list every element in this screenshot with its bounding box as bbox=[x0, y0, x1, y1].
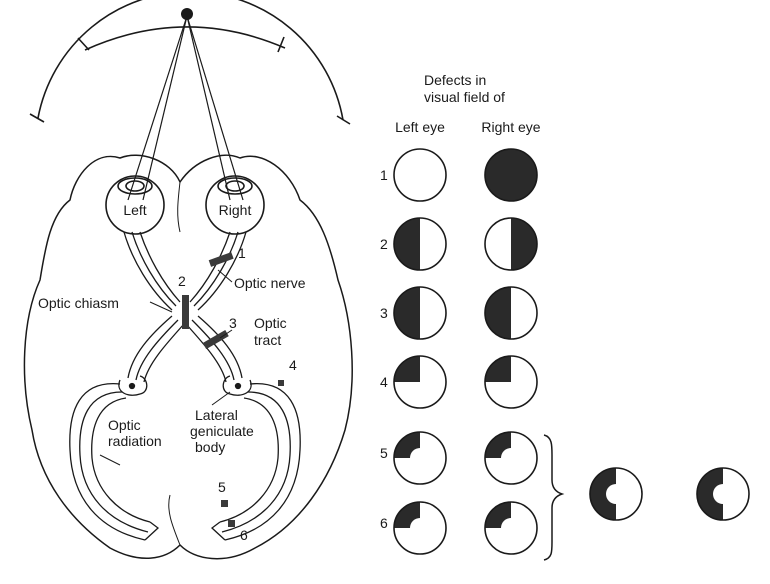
optic-radiation-label-1: Optic bbox=[108, 417, 141, 433]
lesion-number-3: 3 bbox=[229, 315, 237, 331]
right-eye-field-row-5 bbox=[484, 431, 538, 485]
brain-midline bbox=[177, 181, 181, 233]
left-eye-field-row-4 bbox=[393, 355, 447, 409]
combined-left-eye-field-defect bbox=[590, 468, 616, 520]
optic-radiation-left bbox=[69, 383, 160, 541]
row-number-2: 2 bbox=[380, 236, 388, 252]
left-eye-field-row-2 bbox=[393, 217, 447, 271]
left-eye-field-row-2-defect bbox=[394, 218, 420, 270]
left-eye-field-row-5 bbox=[393, 431, 447, 485]
left-eye-field-row-6 bbox=[393, 501, 447, 555]
lesion-number-4: 4 bbox=[289, 357, 297, 373]
row-number-1: 1 bbox=[380, 167, 388, 183]
left-eyeball bbox=[105, 175, 165, 235]
right-geniculate-body bbox=[222, 375, 252, 396]
eye-left-label: Left bbox=[123, 202, 146, 218]
lesion-number-6: 6 bbox=[240, 527, 248, 543]
combined-right-eye-field-defect bbox=[697, 468, 723, 520]
right-eye-field-row-3 bbox=[484, 286, 538, 340]
brain-outline bbox=[23, 154, 353, 560]
optic-tract-label-2: tract bbox=[254, 332, 281, 348]
row-number-3: 3 bbox=[380, 305, 388, 321]
right-eyeball bbox=[205, 175, 265, 235]
right-eye-field-row-6 bbox=[484, 501, 538, 555]
lesion-markers bbox=[182, 252, 284, 527]
optic-radiation-label-2: radiation bbox=[108, 433, 162, 449]
right-eye-column-header: Right eye bbox=[481, 119, 540, 135]
optic-radiation-right bbox=[210, 383, 301, 541]
left-eye-field-row-3 bbox=[393, 286, 447, 340]
left-geniculate-body bbox=[118, 375, 148, 396]
grouping-brace bbox=[543, 434, 565, 561]
left-eye-column-header: Left eye bbox=[395, 119, 445, 135]
eye-right-label: Right bbox=[219, 202, 252, 218]
right-eye-field-row-2 bbox=[484, 217, 538, 271]
combined-left-eye-field bbox=[589, 467, 643, 521]
fixation-point bbox=[181, 8, 193, 20]
brain-midline-lower bbox=[168, 494, 181, 546]
visual-field-arc bbox=[29, 0, 351, 125]
left-eye-field-row-6-defect bbox=[394, 502, 420, 528]
defects-title-line-1: Defects in bbox=[424, 72, 486, 88]
defects-title-line-2: visual field of bbox=[424, 89, 505, 105]
left-eye-field-row-5-defect bbox=[394, 432, 420, 458]
lgb-label-2: geniculate bbox=[190, 423, 254, 439]
right-eye-field-row-4 bbox=[484, 355, 538, 409]
lesion-number-1: 1 bbox=[238, 245, 246, 261]
optic-nerve-label: Optic nerve bbox=[234, 275, 306, 291]
right-eye-field-row-4-defect bbox=[485, 356, 511, 382]
lesion-number-2: 2 bbox=[178, 273, 186, 289]
sight-lines bbox=[127, 15, 244, 201]
row-number-6: 6 bbox=[380, 515, 388, 531]
left-eye-field-row-3-defect bbox=[394, 287, 420, 339]
lgb-label-1: Lateral bbox=[195, 407, 238, 423]
left-eye-field-row-4-defect bbox=[394, 356, 420, 382]
right-eye-field-row-3-defect bbox=[485, 287, 511, 339]
field-defect-circles bbox=[393, 148, 750, 555]
leader-lines bbox=[99, 269, 233, 466]
row-number-4: 4 bbox=[380, 374, 388, 390]
right-eye-field-row-2-defect bbox=[511, 218, 537, 270]
right-eye-field-row-5-defect bbox=[485, 432, 511, 458]
row-number-5: 5 bbox=[380, 445, 388, 461]
lgb-label-3: body bbox=[195, 439, 225, 455]
right-eye-field-row-6-defect bbox=[485, 502, 511, 528]
combined-right-eye-field bbox=[696, 467, 750, 521]
optic-pathway bbox=[123, 231, 247, 383]
optic-tract-label-1: Optic bbox=[254, 315, 287, 331]
left-eye-field-row-1 bbox=[393, 148, 447, 202]
lesion-number-5: 5 bbox=[218, 479, 226, 495]
optic-chiasm-label: Optic chiasm bbox=[38, 295, 119, 311]
right-eye-field-row-1 bbox=[484, 148, 538, 202]
